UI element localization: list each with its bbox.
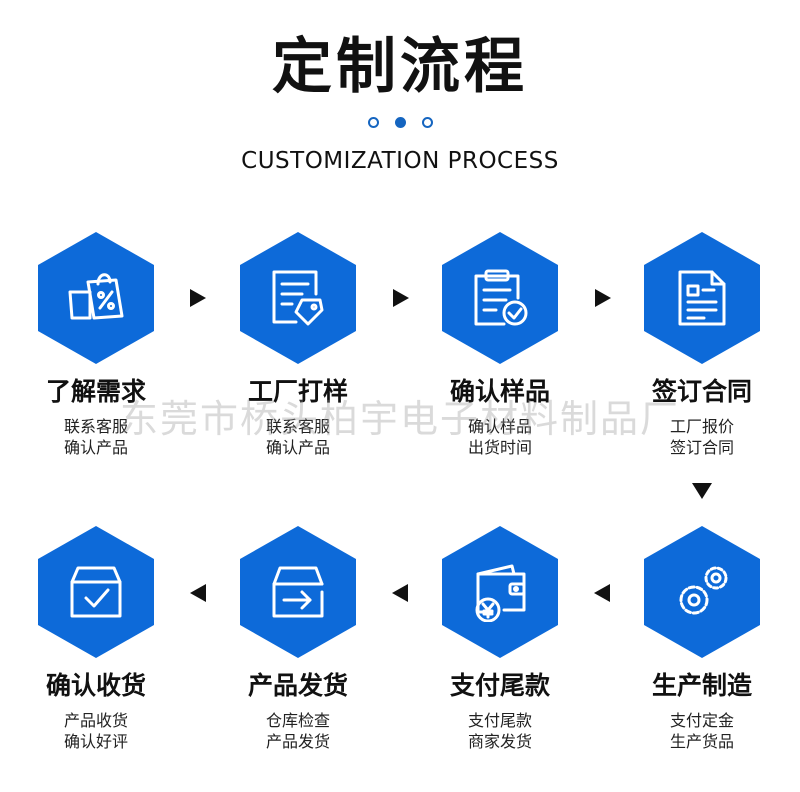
step-desc-line2: 签订合同 (669, 438, 734, 457)
page-subtitle: CUSTOMIZATION PROCESS (241, 148, 559, 174)
pager-dots (0, 112, 800, 131)
arrow-left-icon (190, 584, 206, 602)
step-desc-line1: 联系客服 (63, 417, 128, 436)
step-title: 确认收货 (45, 671, 146, 700)
step-desc-line1: 确认样品 (467, 417, 532, 436)
pager-dot (367, 117, 379, 128)
step-hexagon (442, 526, 558, 658)
step-desc-line2: 确认产品 (63, 438, 128, 457)
step-desc-line2: 生产货品 (669, 732, 734, 751)
step-desc-line1: 工厂报价 (669, 417, 734, 436)
step-title: 确认样品 (449, 377, 550, 406)
pager-dot-active (394, 117, 406, 128)
step-title: 签订合同 (651, 377, 752, 406)
step-hexagon (644, 232, 760, 364)
arrow-right-icon (190, 289, 206, 307)
step-hexagon (240, 526, 356, 658)
step-title: 生产制造 (651, 671, 752, 700)
step-desc-line2: 确认好评 (63, 732, 128, 751)
step-title: 产品发货 (247, 671, 348, 700)
step-desc-line1: 仓库检查 (265, 711, 330, 730)
step-title: 支付尾款 (449, 671, 550, 700)
arrow-left-icon (594, 584, 610, 602)
step-desc-line2: 产品发货 (265, 732, 330, 751)
step-desc-line1: 联系客服 (265, 417, 330, 436)
step-title: 了解需求 (45, 377, 146, 406)
clipboard-check-icon (474, 269, 528, 326)
step-hexagon (644, 526, 760, 658)
step-desc-line2: 确认产品 (265, 438, 330, 457)
step-hexagon (442, 232, 558, 364)
watermark: 东莞市桥头柏宇电子材料制品厂 (119, 397, 680, 441)
shopping-bag-icon (68, 273, 124, 320)
step-desc-line2: 商家发货 (467, 732, 532, 751)
step-desc-line1: 支付定金 (669, 711, 734, 730)
box-arrow-icon (272, 566, 324, 618)
page-title: 定制流程 (272, 32, 528, 102)
step-desc-line1: 支付尾款 (467, 711, 532, 730)
step-desc-line1: 产品收货 (63, 711, 128, 730)
wallet-yen-icon (475, 564, 526, 622)
step-title: 工厂打样 (247, 377, 348, 406)
arrow-down-icon (692, 483, 712, 499)
step-desc-line2: 出货时间 (467, 438, 532, 457)
step-hexagon (38, 232, 154, 364)
arrow-right-icon (393, 289, 409, 307)
gears-icon (679, 566, 728, 615)
step-hexagon (240, 232, 356, 364)
contract-document-icon (678, 270, 726, 326)
box-check-icon (70, 566, 122, 618)
arrow-right-icon (595, 289, 611, 307)
document-tag-icon (272, 270, 324, 326)
pager-dot (421, 117, 433, 128)
arrow-left-icon (392, 584, 408, 602)
step-hexagon (38, 526, 154, 658)
